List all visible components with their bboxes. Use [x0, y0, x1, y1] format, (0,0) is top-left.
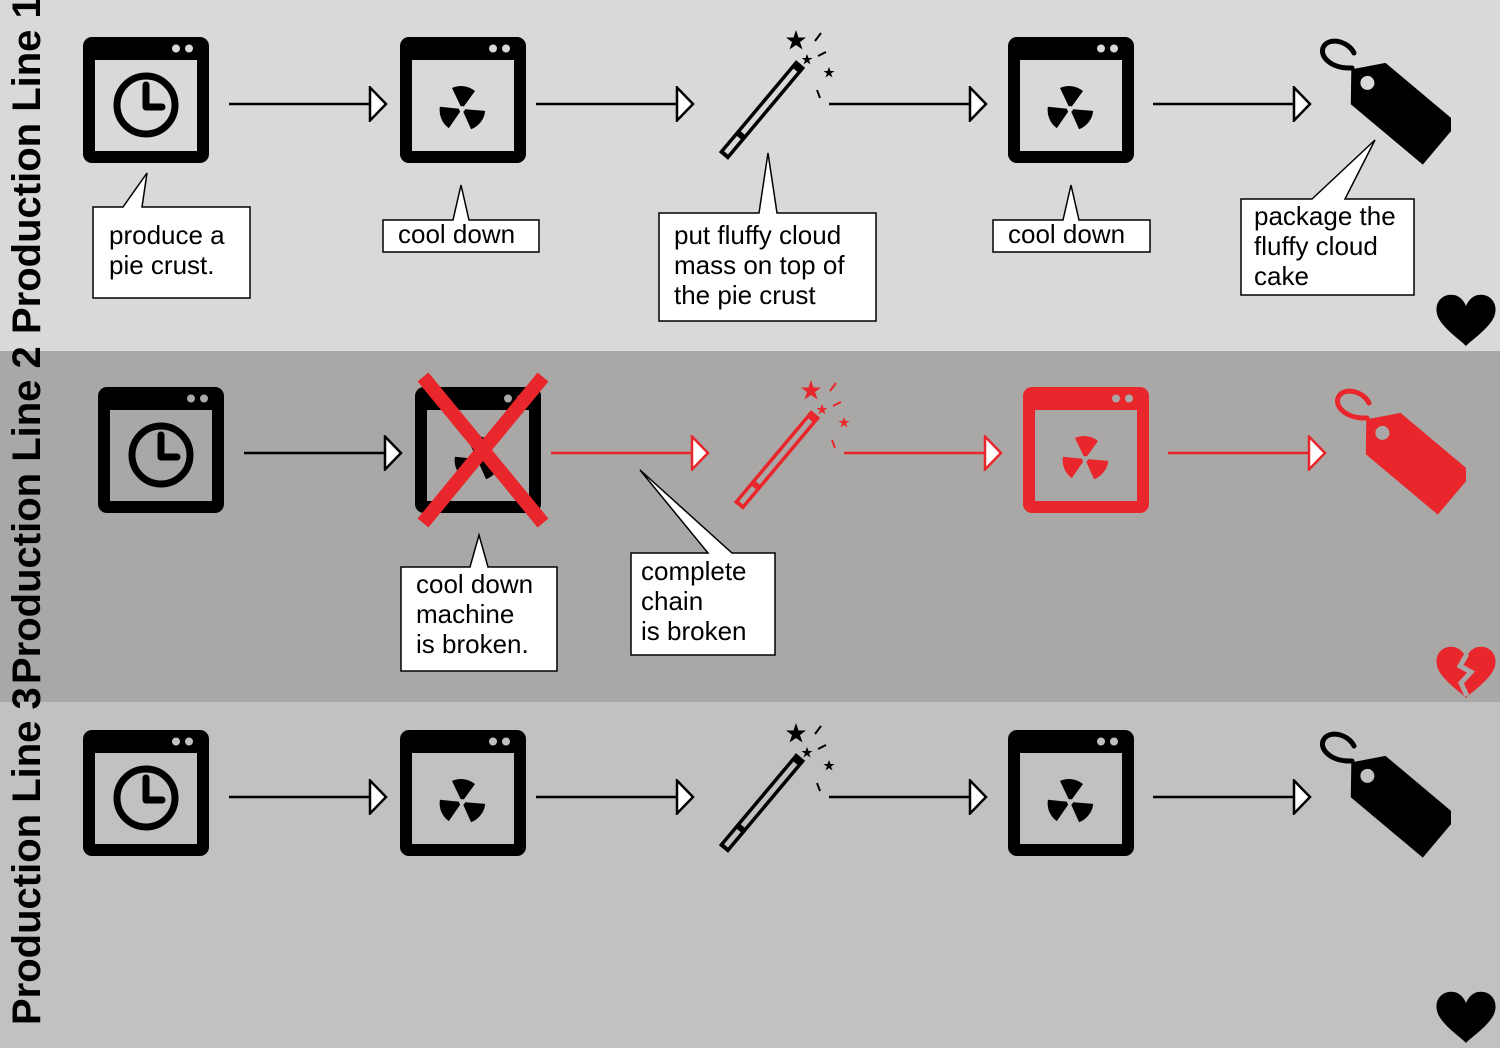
cooling-machine-icon — [400, 37, 526, 163]
cooling-machine-icon — [1023, 387, 1149, 513]
lane-2-label: Production Line 2 — [5, 346, 49, 684]
svg-text:cool down: cool down — [1008, 219, 1125, 249]
callout-cool-down-2: cool down — [992, 184, 1151, 253]
cooling-machine-icon — [1008, 37, 1134, 163]
pie-crust-machine-icon — [83, 730, 209, 856]
pie-crust-machine-icon — [98, 387, 224, 513]
pie-crust-machine-icon — [83, 37, 209, 163]
cooling-machine-icon — [1008, 730, 1134, 856]
svg-text:cool down: cool down — [398, 219, 515, 249]
cooling-machine-icon — [400, 730, 526, 856]
callout-cool-down-1: cool down — [382, 184, 540, 253]
lane-2-flow — [98, 372, 1473, 528]
lane-3-label: Production Line 3 — [5, 687, 49, 1025]
lane-3-background — [0, 702, 1500, 1048]
broken-x-icon — [417, 372, 549, 528]
lane-1-label: Production Line 1 — [5, 0, 49, 334]
